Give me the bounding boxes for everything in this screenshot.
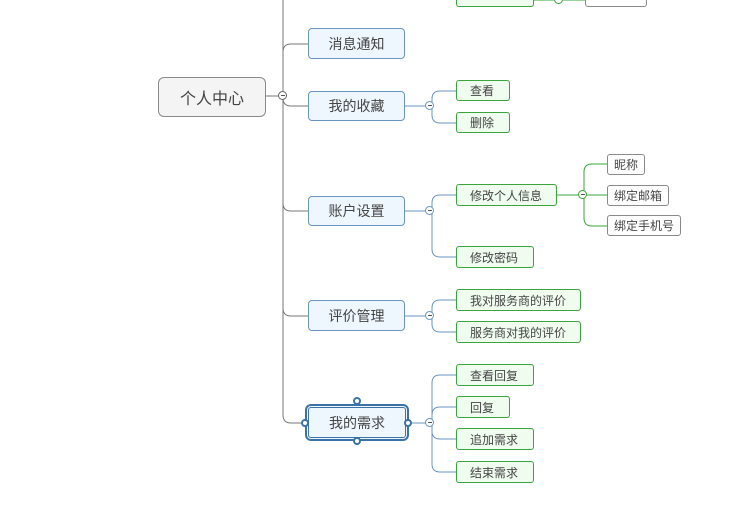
subtopic-view-replies[interactable]: 查看回复 — [456, 364, 534, 386]
subtopic-edit-profile[interactable]: 修改个人信息 — [456, 184, 557, 206]
connector — [405, 105, 456, 124]
topic-label: 账户设置 — [328, 204, 385, 220]
subtopic-add-request[interactable]: 追加需求 — [456, 428, 534, 450]
resize-handle-top[interactable] — [353, 397, 361, 405]
connector — [557, 163, 607, 196]
topic-label: 消息通知 — [328, 36, 385, 53]
detail-bind-email[interactable]: 绑定邮箱 — [607, 185, 669, 206]
connector — [282, 95, 308, 107]
subtopic-change-password[interactable]: 修改密码 — [456, 246, 534, 268]
collapse-toggle[interactable] — [578, 190, 587, 199]
subtopic-provider-review[interactable]: 服务商对我的评价 — [456, 321, 581, 343]
detail-label: 绑定邮箱 — [614, 189, 663, 203]
topic-label: 评价管理 — [328, 308, 385, 325]
subtopic-label: 追加需求 — [470, 432, 519, 447]
connector — [408, 406, 456, 424]
connector — [405, 90, 456, 107]
connector — [405, 194, 456, 212]
topic-label: 我的需求 — [329, 415, 385, 432]
subtopic-label: 修改密码 — [470, 250, 519, 265]
root-label: 个人中心 — [179, 89, 244, 108]
collapse-toggle[interactable] — [425, 311, 434, 320]
subtopic-label: 服务商对我的评价 — [470, 325, 567, 340]
subtopic-label: 修改个人信息 — [470, 188, 543, 203]
connector — [282, 95, 308, 424]
detail-bind-phone[interactable]: 绑定手机号 — [607, 215, 681, 236]
subtopic-end-request[interactable]: 结束需求 — [456, 461, 534, 483]
subtopic-label: 查看回复 — [470, 368, 519, 383]
connector — [408, 422, 456, 473]
connector — [282, 95, 308, 212]
detail-label: 绑定手机号 — [614, 219, 675, 233]
subtopic-label: 删除 — [470, 116, 495, 130]
connector — [405, 299, 456, 317]
topic-label: 我的收藏 — [328, 99, 385, 115]
collapse-toggle[interactable] — [425, 101, 434, 110]
subtopic-reply[interactable]: 回复 — [456, 396, 510, 418]
connector — [282, 43, 308, 97]
subtopic-delete[interactable]: 删除 — [456, 112, 510, 133]
topic-account-settings[interactable]: 账户设置 — [308, 196, 405, 226]
connector — [405, 315, 456, 333]
resize-handle-right[interactable] — [404, 419, 412, 427]
collapse-toggle[interactable] — [425, 206, 434, 215]
root-topic[interactable]: 个人中心 — [158, 77, 266, 117]
subtopic-label: 我对服务商的评价 — [470, 293, 567, 308]
subtopic-view[interactable]: 查看 — [456, 80, 510, 101]
resize-handle-left[interactable] — [301, 419, 309, 427]
topic-messages[interactable]: 消息通知 — [308, 28, 405, 59]
topic-my-requests[interactable]: 我的需求 — [306, 405, 408, 440]
collapse-toggle[interactable] — [425, 418, 434, 427]
detail-nickname[interactable]: 昵称 — [607, 154, 645, 175]
connector — [408, 374, 456, 424]
subtopic-label: 结束需求 — [470, 465, 519, 480]
subtopic-my-review[interactable]: 我对服务商的评价 — [456, 289, 581, 311]
topic-reviews[interactable]: 评价管理 — [308, 300, 405, 331]
topic-favorites[interactable]: 我的收藏 — [308, 91, 405, 121]
connector — [282, 0, 287, 97]
subtopic-label: 回复 — [470, 400, 495, 415]
connector — [557, 194, 607, 227]
connector — [405, 210, 456, 258]
resize-handle-bottom[interactable] — [353, 437, 361, 445]
partial-detail[interactable] — [585, 0, 647, 7]
detail-label: 昵称 — [614, 158, 639, 172]
partial-subtopic[interactable] — [456, 0, 534, 7]
subtopic-label: 查看 — [470, 84, 495, 98]
collapse-toggle-root[interactable] — [278, 91, 287, 100]
connector — [282, 95, 308, 317]
